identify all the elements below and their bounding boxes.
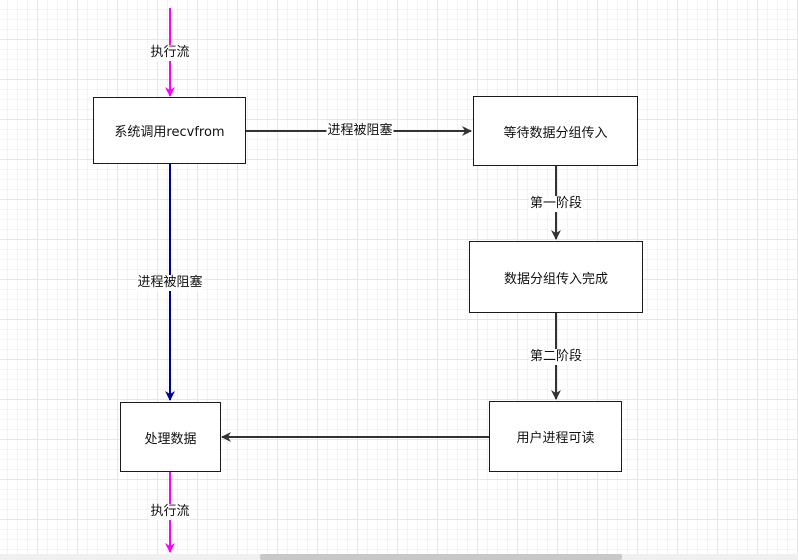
horizontal-scrollbar[interactable] [0, 554, 798, 560]
node-user-readable[interactable]: 用户进程可读 [489, 401, 622, 472]
node-packet-done[interactable]: 数据分组传入完成 [469, 241, 643, 313]
label-flow-in: 执行流 [149, 45, 191, 61]
node-user-readable-label: 用户进程可读 [516, 431, 595, 446]
label-phase1: 第一阶段 [528, 196, 584, 212]
label-blocked-top: 进程被阻塞 [326, 123, 394, 139]
node-packet-done-label: 数据分组传入完成 [503, 271, 608, 287]
node-recvfrom-label: 系统调用recvfrom [114, 125, 225, 140]
node-recvfrom[interactable]: 系统调用recvfrom [93, 97, 246, 164]
scrollbar-thumb[interactable] [260, 554, 622, 560]
node-process-data-label: 处理数据 [144, 431, 197, 447]
label-blocked-left: 进程被阻塞 [136, 275, 204, 291]
node-wait-packet-label: 等待数据分组传入 [503, 125, 608, 141]
node-process-data[interactable]: 处理数据 [120, 402, 221, 472]
label-flow-out: 执行流 [149, 504, 191, 520]
label-phase2: 第二阶段 [528, 349, 584, 365]
node-wait-packet[interactable]: 等待数据分组传入 [473, 96, 638, 166]
